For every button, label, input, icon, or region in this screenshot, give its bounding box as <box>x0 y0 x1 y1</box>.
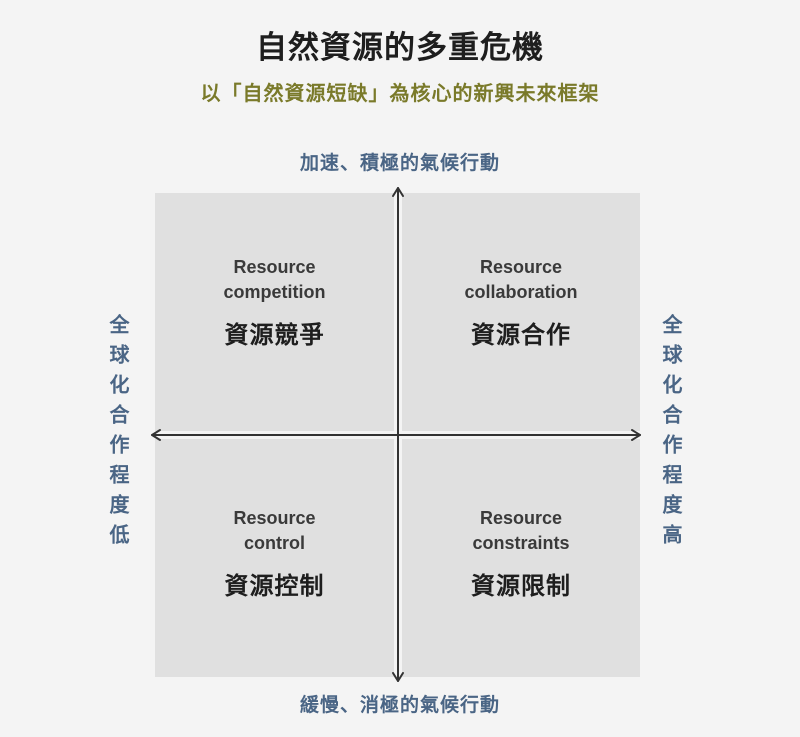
axis-label-top: 加速、積極的氣候行動 <box>299 152 500 174</box>
quadrant-en-line2: constraints <box>472 532 570 553</box>
page-title: 自然資源的多重危機 <box>256 30 544 66</box>
quadrant-en-line1: Resource <box>233 256 316 277</box>
arrow-up-icon <box>392 187 404 197</box>
quadrant-zh-label: 資源控制 <box>224 571 325 600</box>
axis-label-right: 全球化合作程度高 <box>659 314 683 554</box>
axis-label-left: 全球化合作程度低 <box>106 314 130 554</box>
arrow-left-icon <box>151 429 161 441</box>
quadrant-top-left: Resource competition 資源競爭 <box>155 193 394 431</box>
quadrant-zh-label: 資源合作 <box>470 320 571 349</box>
quadrant-zh-label: 資源競爭 <box>224 320 325 349</box>
quadrant-bottom-left: Resource control 資源控制 <box>155 439 394 677</box>
quadrant-en-line2: collaboration <box>464 281 578 302</box>
quadrant-en-line2: competition <box>223 281 326 302</box>
axis-label-bottom: 緩慢、消極的氣候行動 <box>299 694 500 716</box>
quadrant-zh-label: 資源限制 <box>471 571 571 600</box>
quadrant-en-line2: control <box>244 532 305 553</box>
arrow-down-icon <box>392 672 404 682</box>
quadrant-top-right: Resource collaboration 資源合作 <box>402 193 640 431</box>
quadrant-bottom-right: Resource constraints 資源限制 <box>402 439 640 677</box>
quadrant-en-line1: Resource <box>479 256 563 277</box>
quadrant-en-line1: Resource <box>479 507 563 528</box>
page-subtitle: 以「自然資源短缺」為核心的新興未來框架 <box>200 81 600 105</box>
quadrant-en-line1: Resource <box>233 507 316 528</box>
arrow-right-icon <box>631 429 641 441</box>
